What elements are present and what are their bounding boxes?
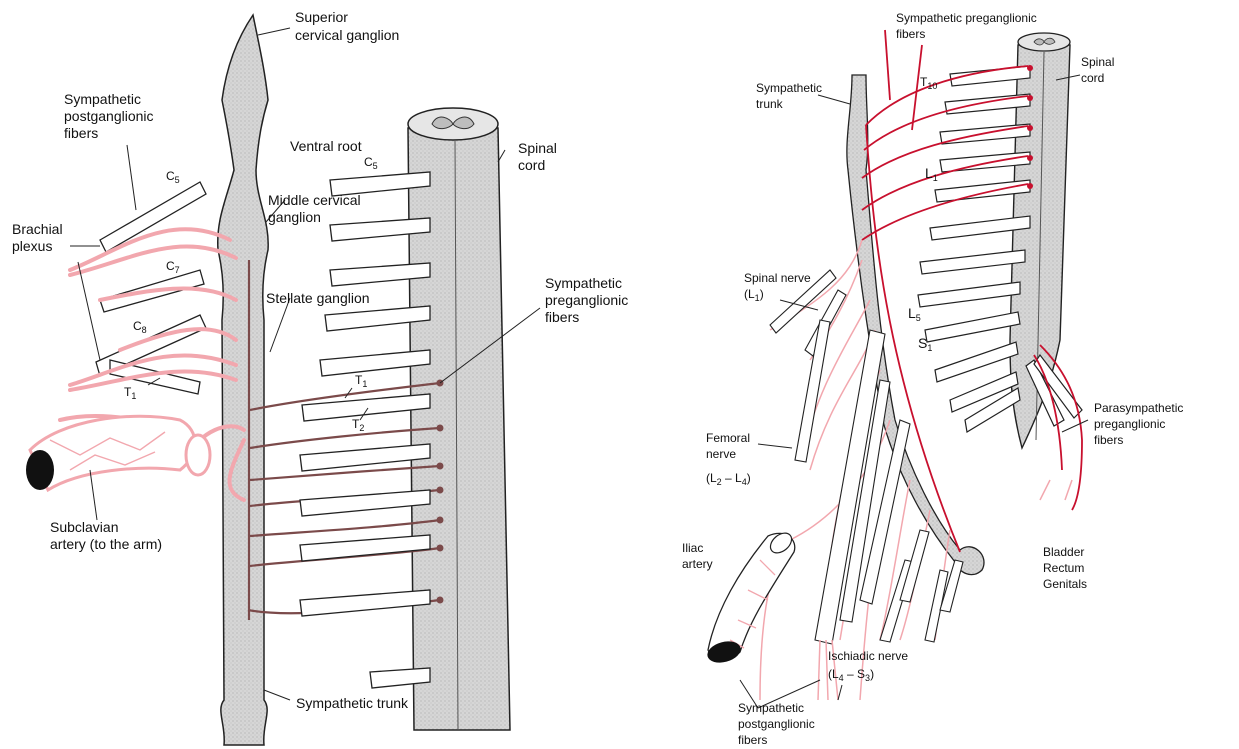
label-l5: L5 <box>908 305 921 323</box>
label-c8: C8 <box>133 319 147 335</box>
left-spinal-cord <box>408 108 510 730</box>
label-middle-cervical-ganglion-1: Middle cervical <box>268 192 361 208</box>
label-femoral-2: nerve <box>706 447 736 461</box>
label-right-postganglionic-3: fibers <box>738 733 767 747</box>
label-t10: T10 <box>920 75 937 91</box>
label-right-spinal-cord-1: Spinal <box>1081 55 1114 69</box>
label-iliac-2: artery <box>682 557 713 571</box>
label-left-preganglionic-2: preganglionic <box>545 292 628 308</box>
left-sympathetic-trunk <box>218 15 268 745</box>
label-iliac-1: Iliac <box>682 541 703 555</box>
label-brachial-plexus-2: plexus <box>12 238 52 254</box>
label-c5: C5 <box>166 169 180 185</box>
label-left-postganglionic-1: Sympathetic <box>64 91 141 107</box>
label-superior-cervical-ganglion-2: cervical ganglion <box>295 27 399 43</box>
label-right-postganglionic-1: Sympathetic <box>738 701 804 715</box>
label-right-trunk-2: trunk <box>756 97 784 111</box>
label-t1-root: T1 <box>355 373 367 389</box>
label-left-postganglionic-3: fibers <box>64 125 98 141</box>
label-femoral-range: (L2 – L4) <box>706 471 751 487</box>
label-right-preganglionic-2: fibers <box>896 27 925 41</box>
label-spinal-nerve-2: (L1) <box>744 287 764 303</box>
label-l1: L1 <box>925 165 938 183</box>
label-ischiadic-range: (L4 – S3) <box>828 667 874 683</box>
right-panel: Sympathetic preganglionic fibers Spinal … <box>682 11 1183 747</box>
right-spinal-nerves <box>770 270 963 644</box>
label-subclavian-2: artery (to the arm) <box>50 536 162 552</box>
label-brachial-plexus-1: Brachial <box>12 221 63 237</box>
label-right-preganglionic-1: Sympathetic preganglionic <box>896 11 1037 25</box>
label-femoral-1: Femoral <box>706 431 750 445</box>
label-ischiadic: Ischiadic nerve <box>828 649 908 663</box>
label-c7: C7 <box>166 259 180 275</box>
left-panel: Superior cervical ganglion Sympathetic p… <box>12 9 628 745</box>
label-subclavian-1: Subclavian <box>50 519 119 535</box>
label-left-spinal-cord-1: Spinal <box>518 140 557 156</box>
label-parasympathetic-2: preganglionic <box>1094 417 1165 431</box>
label-left-spinal-cord-2: cord <box>518 157 545 173</box>
label-middle-cervical-ganglion-2: ganglion <box>268 209 321 225</box>
label-right-spinal-cord-2: cord <box>1081 71 1104 85</box>
label-left-sympathetic-trunk: Sympathetic trunk <box>296 695 409 711</box>
label-t1-left: T1 <box>124 385 136 401</box>
subclavian-artery <box>26 416 210 490</box>
iliac-artery <box>705 529 795 666</box>
label-rectum: Rectum <box>1043 561 1084 575</box>
label-superior-cervical-ganglion-1: Superior <box>295 9 348 25</box>
label-genitals: Genitals <box>1043 577 1087 591</box>
label-stellate-ganglion: Stellate ganglion <box>266 290 370 306</box>
label-spinal-nerve-1: Spinal nerve <box>744 271 811 285</box>
label-left-preganglionic-3: fibers <box>545 309 579 325</box>
label-t2-root: T2 <box>352 417 364 433</box>
label-parasympathetic-1: Parasympathetic <box>1094 401 1183 415</box>
label-bladder: Bladder <box>1043 545 1084 559</box>
label-right-postganglionic-2: postganglionic <box>738 717 815 731</box>
label-ventral-root: Ventral root <box>290 138 362 154</box>
label-right-trunk-1: Sympathetic <box>756 81 822 95</box>
label-left-postganglionic-2: postganglionic <box>64 108 154 124</box>
right-postganglionic-fibers-lower <box>760 480 1072 700</box>
label-parasympathetic-3: fibers <box>1094 433 1123 447</box>
label-left-preganglionic-1: Sympathetic <box>545 275 622 291</box>
label-c5-root: C5 <box>364 155 378 171</box>
